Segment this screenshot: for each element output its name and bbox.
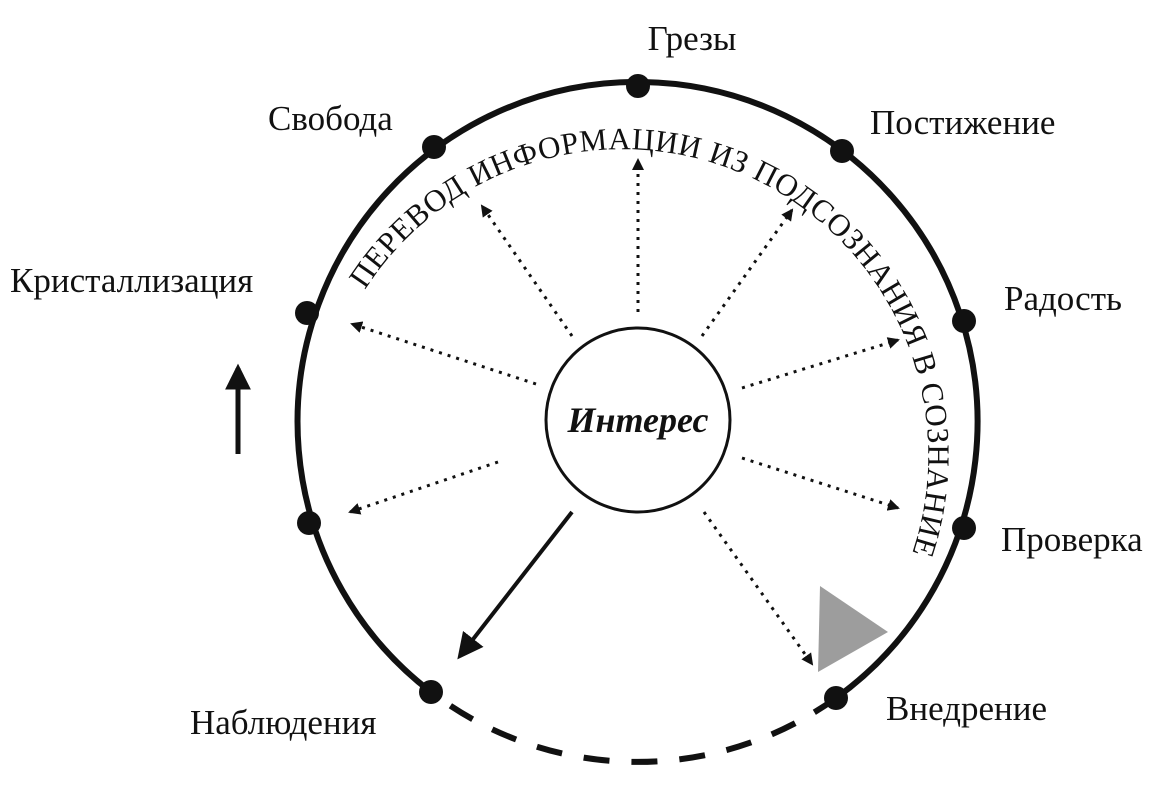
node-postizhenie — [830, 139, 854, 163]
label-svoboda: Свобода — [268, 99, 393, 138]
arrow-to-nablyudeniya — [457, 510, 574, 660]
arrow-to-kristallizatsiya — [350, 321, 537, 386]
node-vnedrenie — [824, 686, 848, 710]
arrow-to-kristallizatsiya-lower — [348, 460, 499, 515]
arrow-to-radost — [741, 337, 900, 390]
node-svoboda — [422, 135, 446, 159]
label-proverka: Проверка — [1001, 520, 1143, 559]
node-nablyudeniya — [419, 680, 443, 704]
arrow-to-svoboda — [480, 204, 574, 337]
shaded-triangle — [818, 586, 888, 672]
label-radost: Радость — [1004, 279, 1122, 318]
arrow-to-proverka — [741, 456, 900, 511]
node-radost — [952, 309, 976, 333]
arrow-to-vnedrenie — [702, 511, 814, 666]
center-circle — [544, 326, 732, 514]
node-proverka — [952, 516, 976, 540]
label-kristallizatsiya: Кристаллизация — [10, 261, 253, 300]
label-grezy: Грезы — [648, 19, 737, 58]
radiating-arrows — [348, 158, 900, 666]
center-label: Интерес — [567, 400, 709, 440]
label-nablyudeniya: Наблюдения — [190, 703, 376, 742]
label-vnedrenie: Внедрение — [886, 689, 1047, 728]
node-kristallizatsiya-lower — [297, 511, 321, 535]
label-postizhenie: Постижение — [870, 103, 1055, 142]
cycle-dashed-arc — [429, 689, 838, 765]
arrow-to-postizhenie — [700, 208, 794, 337]
node-grezy — [626, 74, 650, 98]
node-kristallizatsiya — [295, 301, 319, 325]
